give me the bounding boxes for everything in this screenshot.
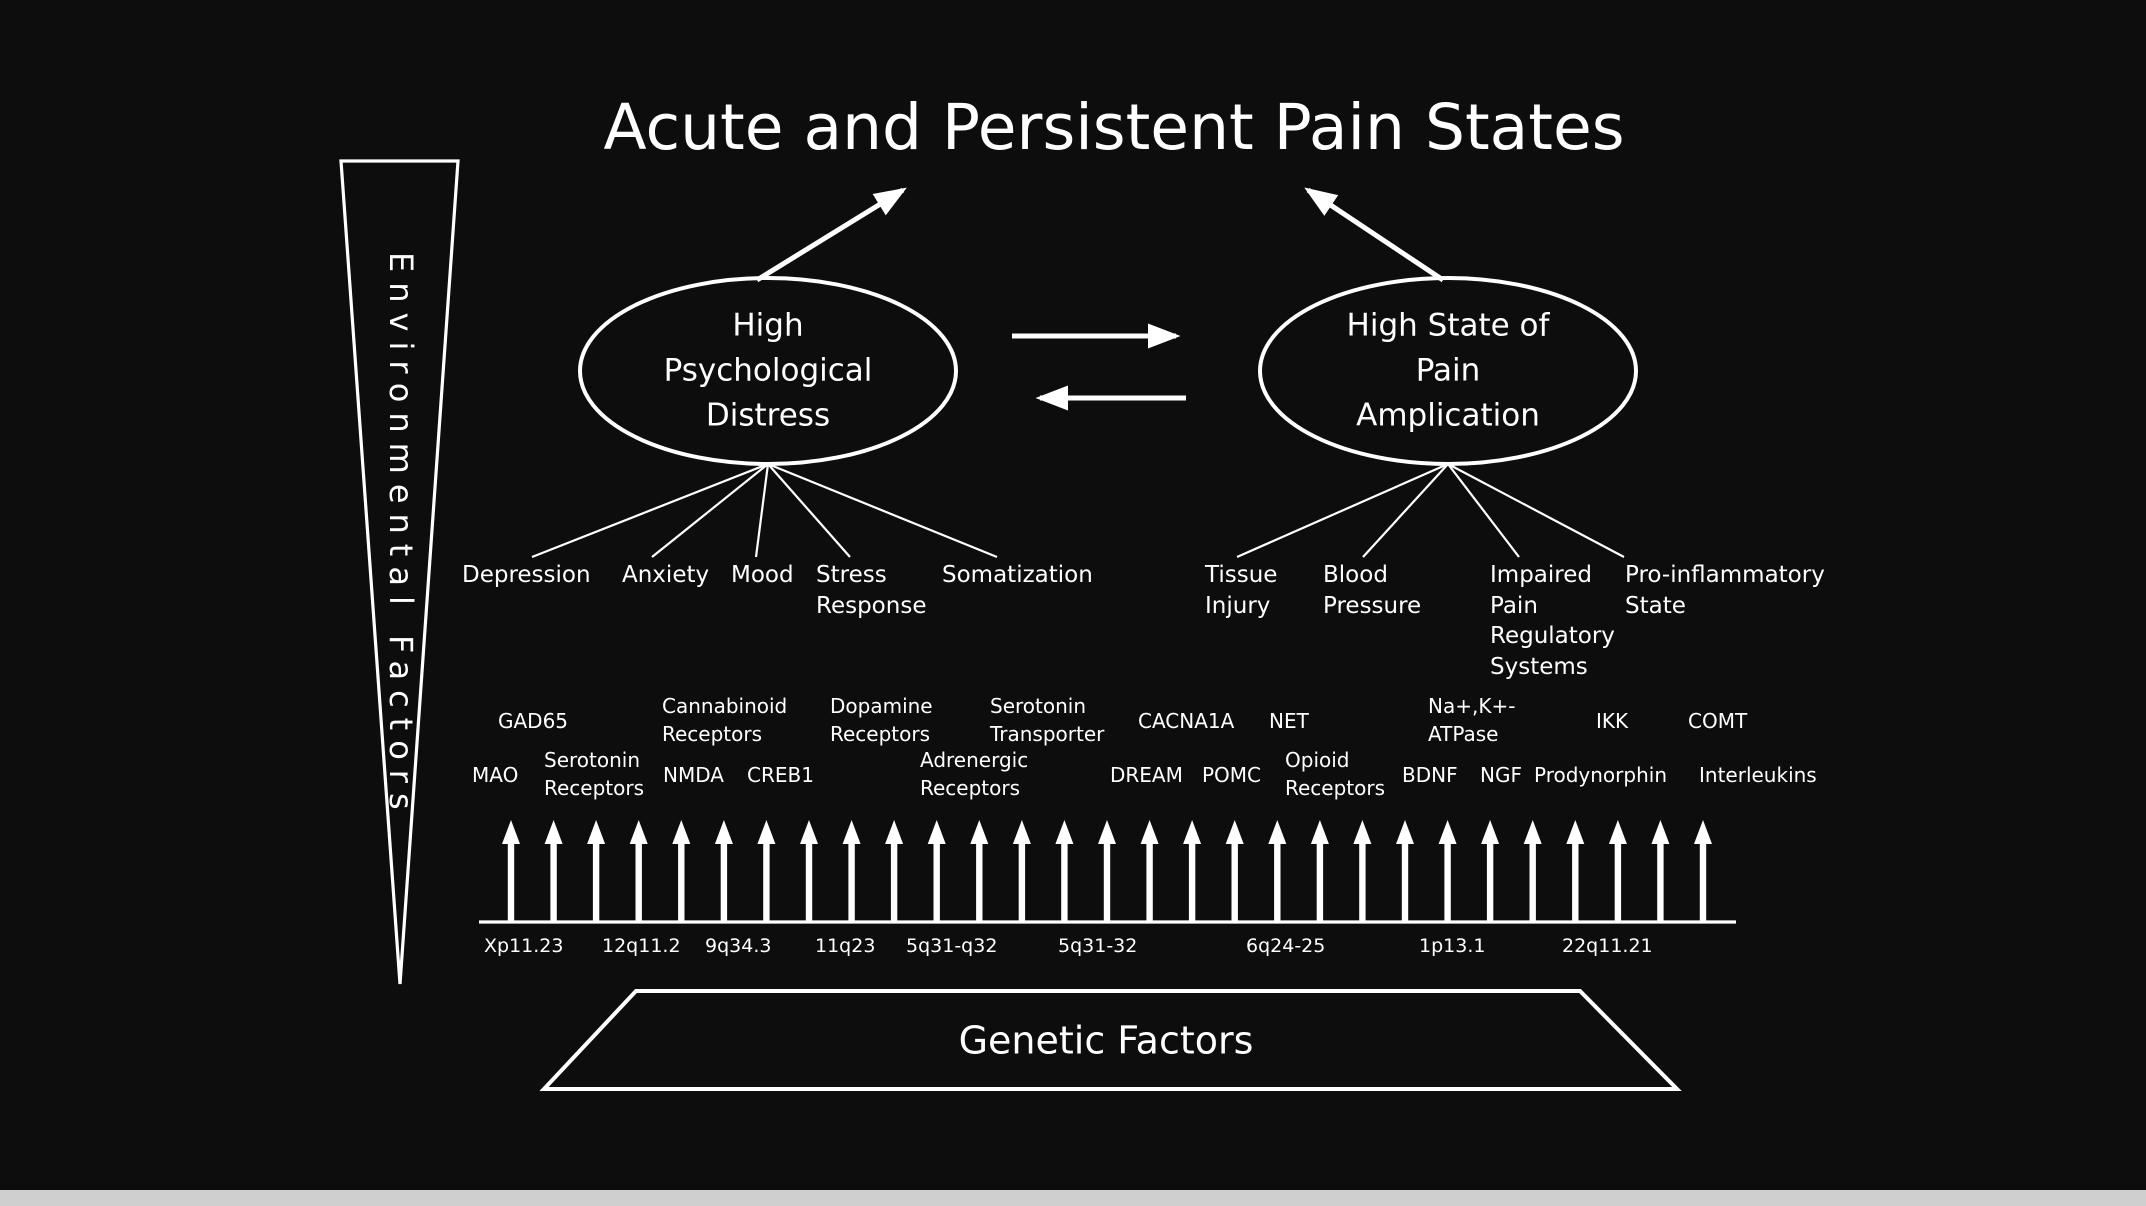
gene-label-na-k-atpase: Na+,K+- ATPase [1428,694,1516,747]
mood-label: Mood [731,562,794,588]
gene-label-bdnf: BDNF [1402,763,1458,787]
arrow-distress-to-title [755,187,907,283]
gene-label-comt: COMT [1688,709,1748,733]
locus-label-12q11-2: 12q11.2 [602,935,681,957]
locus-label-5q31-32: 5q31-32 [1058,935,1138,957]
environmental-funnel-outline [339,159,460,985]
gene-arrow [1012,820,1031,921]
gene-arrow [1268,820,1287,921]
locus-label-5q31-q32: 5q31-q32 [906,935,998,957]
amplification-factor-line [1362,463,1449,558]
gene-label-adrenergic: Adrenergic Receptors [920,748,1029,801]
gene-arrow [800,820,818,921]
distress-factor-line [767,463,851,558]
gene-label-pomc: POMC [1202,763,1262,787]
gene-arrow [885,820,904,921]
gene-arrow [502,820,520,921]
gene-label-creb1: CREB1 [747,763,814,787]
gene-arrow [757,820,776,921]
gene-label-cacna1a: CACNA1A [1138,709,1235,733]
stress-response-label: Stress Response [816,562,927,619]
gene-arrow [544,820,563,921]
gene-arrow [1353,820,1372,921]
gene-arrow [927,820,946,921]
gene-label-gad65: GAD65 [498,709,569,733]
gene-label-dream: DREAM [1110,763,1183,787]
locus-label-11q23: 11q23 [815,935,876,957]
gene-label-dopamine: Dopamine Receptors [830,694,933,747]
gene-label-mao: MAO [472,763,519,787]
gene-label-prodynorphin: Prodynorphin [1534,763,1667,787]
depression-label: Depression [462,562,591,588]
gene-arrow [1608,820,1627,921]
footer-strip [0,1190,2146,1206]
gene-arrow [1481,820,1500,921]
distress-factor-line [651,463,769,558]
gene-label-serotonin-transporter: Serotonin Transporter [990,694,1105,747]
gene-arrow [1651,820,1670,921]
gene-arrow [1183,820,1202,921]
blood-pressure-label: Blood Pressure [1323,562,1422,619]
amplification-factor-line [1447,463,1520,558]
gene-arrow [1310,820,1329,921]
locus-label-6q24-25: 6q24-25 [1246,935,1326,957]
locus-label-22q11-21: 22q11.21 [1562,935,1653,957]
gene-arrow [587,820,606,921]
somatization-label: Somatization [942,562,1093,588]
gene-label-cannabinoid: Cannabinoid Receptors [662,694,788,747]
gene-label-ngf: NGF [1480,763,1522,787]
gene-arrow [1055,820,1074,921]
locus-label-xp11-23: Xp11.23 [484,935,564,957]
distress-node-label: High Psychological Distress [663,307,873,434]
gene-arrow [629,820,648,921]
locus-label-9q34-3: 9q34.3 [705,935,772,957]
gene-arrow [970,820,989,921]
environmental-factors-label: Environmental Factors [382,252,420,820]
gene-label-ikk: IKK [1596,709,1629,733]
gene-label-opioid-receptors: Opioid Receptors [1285,748,1386,801]
page-title: Acute and Persistent Pain States [603,91,1625,164]
amplification-node-label: High State of Pain Amplication [1346,307,1550,434]
pro-inflammatory-label: Pro-inflammatory State [1625,562,1825,619]
distress-factor-line [767,462,998,559]
gene-arrow [1438,820,1457,921]
arrow-amplification-to-title [1304,187,1445,283]
gene-arrow [1523,820,1542,921]
gene-label-serotonin-receptors: Serotonin Receptors [544,748,645,801]
impaired-pain-regulatory-label: Impaired Pain Regulatory Systems [1490,562,1615,680]
gene-arrow [1225,820,1244,921]
gene-label-nmda: NMDA [663,763,724,787]
gene-arrow [1694,820,1712,921]
amplification-factor-line [1236,462,1449,559]
gene-arrow [1396,820,1414,921]
gene-arrows [502,820,1712,921]
gene-arrow [1140,820,1159,921]
gene-label-interleukins: Interleukins [1699,763,1817,787]
genetic-factors-label: Genetic Factors [958,1018,1254,1063]
locus-label-1p13-1: 1p13.1 [1419,935,1486,957]
gene-arrow [842,820,861,921]
gene-label-net: NET [1269,709,1309,733]
distress-factor-line [754,463,770,558]
tissue-injury-label: Tissue Injury [1205,562,1278,619]
gene-arrow [1566,820,1585,921]
amplification-factor-line [1447,463,1625,558]
gene-arrow [1098,820,1116,921]
distress-factor-line [531,462,769,559]
gene-arrow [714,820,733,921]
gene-arrow [672,820,691,921]
anxiety-label: Anxiety [622,562,710,588]
genetic-factors-trapezoid [539,989,1682,1091]
